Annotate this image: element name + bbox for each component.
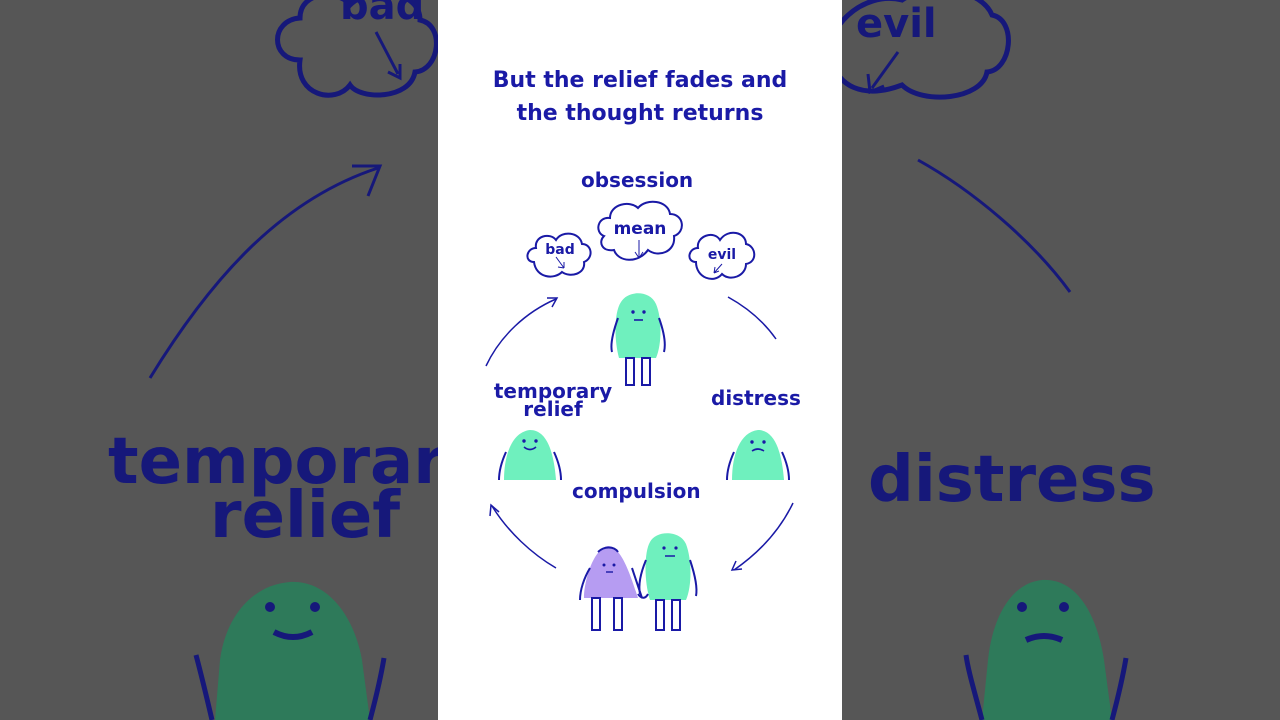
- headline: But the relief fades and the thought ret…: [438, 64, 842, 130]
- thought-cloud-evil: evil: [688, 231, 756, 280]
- character-distress-icon: [726, 430, 790, 481]
- background-left: bad temporary relief: [0, 0, 438, 720]
- background-right-art: [842, 0, 1129, 720]
- cycle-diagram: bad mean evil: [485, 200, 794, 631]
- arrow-compulsion-to-relief-icon: [491, 505, 557, 569]
- stage-relief-line-1: temporary: [493, 379, 613, 403]
- arrow-distress-to-compulsion-icon: [733, 502, 794, 571]
- bg-character-right-icon: [982, 579, 1112, 720]
- stage-compulsion-label: compulsion: [572, 479, 701, 503]
- background-left-art: [148, 0, 438, 720]
- bg-arc-right-icon: [917, 158, 1072, 293]
- bg-word-distress: distress: [868, 443, 1156, 517]
- character-compulsion-green-icon: [638, 533, 698, 631]
- thought-bad-text: bad: [545, 242, 575, 258]
- arrow-obsession-to-distress-icon: [727, 296, 777, 340]
- thought-cloud-bad: bad: [526, 232, 592, 278]
- bg-character-icon: [215, 581, 370, 720]
- background-right: evil distress: [842, 0, 1280, 720]
- bg-cloud-icon: [275, 0, 438, 98]
- bg-word-bad: bad: [340, 0, 425, 29]
- bg-arrow-icon: [148, 166, 379, 379]
- bg-word-temporary: temporary: [108, 425, 438, 499]
- headline-line-1: But the relief fades and: [492, 68, 788, 93]
- character-obsession-icon: [610, 293, 666, 386]
- stage-obsession-label: obsession: [581, 168, 694, 192]
- stage-relief-line-2: relief: [523, 397, 583, 421]
- bg-cloud-right-icon: [842, 0, 1011, 100]
- bg-word-relief: relief: [210, 479, 401, 553]
- thought-cloud-mean: mean: [597, 200, 683, 261]
- thought-evil-text: evil: [708, 247, 736, 263]
- holding-hands-icon: [637, 593, 649, 599]
- diagram-panel: But the relief fades and the thought ret…: [438, 0, 842, 720]
- bg-word-evil: evil: [856, 1, 937, 47]
- arrow-relief-to-obsession-icon: [485, 298, 557, 367]
- stage-relief-label: temporary relief: [470, 381, 636, 419]
- stage-distress-label: distress: [711, 386, 801, 410]
- character-relief-icon: [498, 430, 562, 481]
- headline-line-2: the thought returns: [516, 101, 764, 126]
- character-compulsion-purple-icon: [579, 546, 643, 631]
- thought-mean-text: mean: [614, 219, 667, 239]
